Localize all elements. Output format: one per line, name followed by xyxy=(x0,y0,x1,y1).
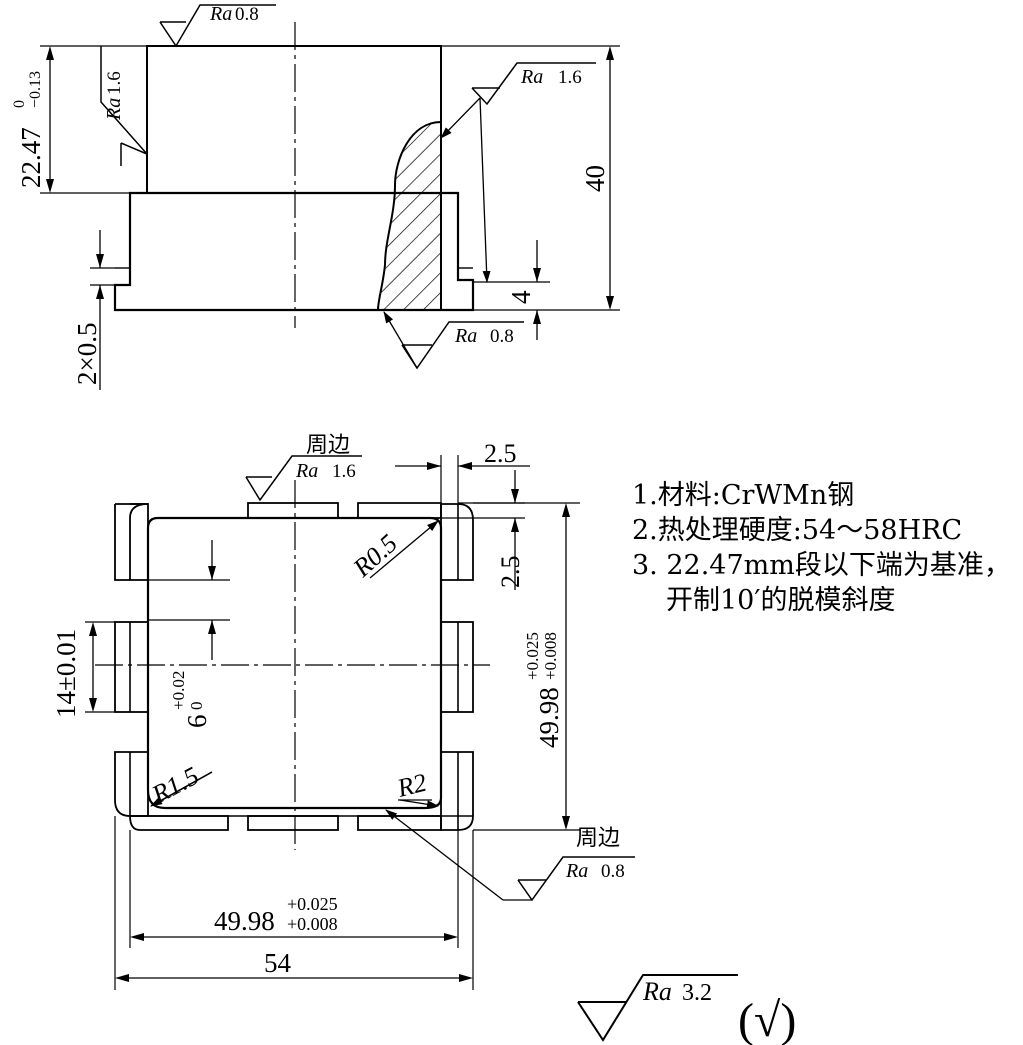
ra-value-top: 0.8 xyxy=(235,4,259,25)
dim-step: 4 xyxy=(506,290,536,304)
technical-notes: 1.材料:CrWMn钢 2.热处理硬度:54～58HRC 3. 22.47mm段… xyxy=(632,478,1011,618)
ra-value-plan-top: 1.6 xyxy=(332,461,356,482)
dim-side-nominal: 49.98 xyxy=(534,687,564,748)
plan-view-labels: 周边 Ra 1.6 2.5 2.5 R0.5 R1.5 R2 14±0.01 6… xyxy=(51,432,625,978)
note-1: 1.材料:CrWMn钢 xyxy=(632,480,855,511)
ra-value-plan-bottom: 0.8 xyxy=(601,861,625,882)
top-view-labels: Ra 0.8 Ra 1.6 Ra 1.6 Ra 0.8 22.47 0 −0.1… xyxy=(11,3,610,385)
dim-six-nominal: 6 xyxy=(182,715,212,729)
note-3: 3. 22.47mm段以下端为基准， xyxy=(632,550,1011,581)
ra-symbol-plan-top: Ra xyxy=(295,460,318,482)
ra-symbol-right: Ra xyxy=(520,66,543,88)
ra-value-left: 1.6 xyxy=(104,71,125,95)
top-view xyxy=(40,4,620,390)
radius-top-right: R0.5 xyxy=(347,529,403,584)
ra-symbol-left: Ra xyxy=(103,98,125,121)
radius-bottom-right: R2 xyxy=(393,768,429,803)
dim-overall: 54 xyxy=(264,948,292,978)
note-4: 开制10′的脱模斜度 xyxy=(666,585,896,616)
ra-value-right: 1.6 xyxy=(558,67,582,88)
dim-width-lower: +0.008 xyxy=(287,914,338,934)
surface-symbol-right xyxy=(471,62,596,106)
dim-total: 40 xyxy=(580,165,610,192)
dim-height-lower: −0.13 xyxy=(27,71,44,108)
surface-symbol-left xyxy=(100,46,148,155)
general-ra-value: 3.2 xyxy=(682,980,712,1006)
surface-symbol-plan-top xyxy=(245,455,362,502)
note-2: 2.热处理硬度:54～58HRC xyxy=(632,515,963,546)
ra-symbol-bottom: Ra xyxy=(454,325,477,347)
general-ra-symbol: Ra xyxy=(642,977,672,1006)
ra-value-bottom: 0.8 xyxy=(490,326,514,347)
ra-symbol-plan-bottom: Ra xyxy=(565,860,588,882)
surface-symbol-top xyxy=(159,4,276,48)
plan-view xyxy=(85,455,635,990)
perimeter-label-top: 周边 xyxy=(306,432,350,457)
perimeter-label-bottom: 周边 xyxy=(576,825,620,850)
dim-corner-h: 2.5 xyxy=(496,556,525,589)
hatched-section xyxy=(376,120,442,311)
dim-groove: 2×0.5 xyxy=(72,323,102,385)
dim-corner-w: 2.5 xyxy=(484,439,517,468)
general-bracket-check: (√) xyxy=(738,994,796,1045)
dim-six-upper: +0.02 xyxy=(169,671,188,710)
dim-width-upper: +0.025 xyxy=(287,894,338,914)
dim-height-upper: 0 xyxy=(11,100,28,108)
dim-slot: 14±0.01 xyxy=(51,629,81,718)
ra-symbol-top: Ra xyxy=(209,3,232,25)
radius-bottom-left: R1.5 xyxy=(146,761,203,810)
dim-side-upper: +0.025 xyxy=(523,632,542,680)
dim-side-lower: +0.008 xyxy=(541,632,560,680)
general-finish-symbol xyxy=(577,974,738,1042)
dim-height-nominal: 22.47 xyxy=(16,127,46,188)
surface-symbol-plan-bottom xyxy=(517,856,635,902)
dim-six-lower: 0 xyxy=(187,702,206,711)
dim-width-nominal: 49.98 xyxy=(214,906,275,936)
